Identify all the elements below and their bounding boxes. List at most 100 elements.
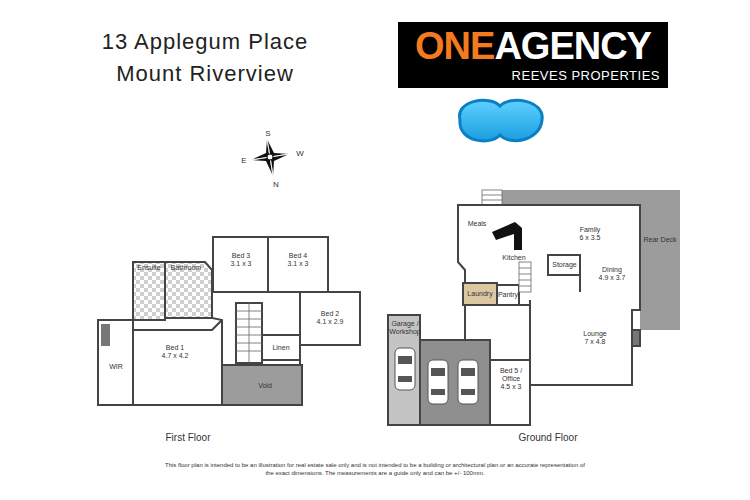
car [395, 348, 415, 390]
room-dimension: 4.7 x 4.2 [162, 352, 189, 360]
room-label: Meals [462, 218, 492, 230]
wall [465, 304, 530, 306]
room-dimension: 7 x 4.8 [584, 338, 605, 346]
bed2-room [300, 292, 360, 345]
room-label: Laundry [463, 288, 497, 300]
room-dimension: 3.1 x 3 [287, 260, 308, 268]
room-label: Ensuite [134, 262, 164, 274]
ensuite-room [133, 262, 165, 320]
room-label: Lounge7 x 4.8 [565, 326, 625, 350]
room-dimension: 3.1 x 3 [230, 260, 251, 268]
room-name: Lounge [583, 330, 606, 338]
disclaimer: This floor plan is intended to be an ill… [165, 461, 585, 477]
room-name: Linen [272, 344, 289, 352]
room-label: Bed 43.1 x 3 [270, 248, 326, 272]
compass-letter: S [265, 129, 270, 138]
room-name: Laundry [467, 290, 492, 298]
room-name: Pantry [498, 291, 518, 299]
compass-letter: E [241, 156, 246, 165]
room-label: Pantry [496, 289, 520, 301]
room-name: Ensuite [137, 264, 160, 272]
fireplace [632, 330, 640, 346]
room-name: Storage [552, 261, 577, 269]
linen-room [262, 335, 300, 360]
room-name: WIR [109, 363, 123, 371]
room-dimension: 6 x 3.5 [579, 234, 600, 242]
car-window [398, 376, 412, 382]
cars [395, 348, 478, 404]
deck-steps [482, 190, 502, 205]
floor-heading: First Floor [166, 432, 211, 443]
room-name: Bathroom [171, 264, 201, 272]
compass-letter: W [296, 149, 304, 158]
room-label: Dining4.9 x 3.7 [586, 262, 638, 286]
bed1-room [133, 320, 222, 405]
void-area [222, 365, 302, 405]
room-label: WIR [100, 360, 132, 374]
car-window [431, 389, 445, 395]
bed3-room [213, 237, 268, 292]
car-window [461, 389, 475, 395]
agency-logo: ONEAGENCYREEVES PROPERTIES [398, 22, 668, 88]
room-label: Storage [549, 259, 580, 271]
room-name: Meals [468, 220, 487, 228]
wall [579, 255, 581, 292]
bathroom-room [165, 262, 212, 318]
kitchen-island [492, 222, 522, 250]
plan-title: 13 Applegum Place Mount Riverview [85, 26, 325, 90]
entry-stair [519, 262, 531, 292]
pantry-room [497, 285, 519, 305]
laundry-room [463, 283, 497, 305]
room-dimension: 4.9 x 3.7 [599, 274, 626, 282]
storage-room [548, 255, 580, 275]
garage [420, 340, 490, 425]
pool [460, 100, 543, 141]
room-name: Bed 5 / Office [490, 367, 532, 383]
wir-room [98, 320, 133, 405]
car-window [398, 356, 412, 364]
room-name: Family [580, 226, 601, 234]
compass-highlight [251, 139, 289, 176]
room-label: Linen [264, 342, 298, 354]
room-dimension: 4.5 x 3 [500, 383, 521, 391]
room-label: Garage / Workshop [388, 316, 422, 340]
stair [236, 303, 262, 363]
room-label: Bathroom [166, 262, 206, 274]
compass [251, 139, 289, 176]
car-window [461, 368, 475, 376]
wardrobe [101, 324, 110, 346]
room-label: Bed 14.7 x 4.2 [140, 340, 210, 364]
room-name: Garage / Workshop [388, 320, 422, 336]
floor-heading: Ground Floor [519, 432, 578, 443]
hall [212, 292, 300, 365]
room-label: Family6 x 3.5 [560, 222, 620, 246]
car [458, 360, 478, 404]
compass-letter: N [273, 180, 279, 189]
logo-subtitle: REEVES PROPERTIES [406, 68, 660, 84]
room-label: Void [240, 379, 290, 393]
room-name: Kitchen [502, 254, 525, 262]
room-label: Kitchen [496, 252, 532, 264]
room-dimension: 4.1 x 2.9 [317, 318, 344, 326]
logo-wordmark: ONEAGENCY [406, 24, 660, 68]
room-name: Void [258, 382, 272, 390]
room-name: Bed 1 [166, 344, 184, 352]
compass-star [251, 139, 289, 176]
room-name: Rear Deck [643, 236, 676, 244]
room-name: Bed 4 [289, 252, 307, 260]
first-floor-walls [98, 237, 360, 405]
bed4-room [268, 237, 328, 292]
room-name: Bed 3 [232, 252, 250, 260]
room-label: Rear Deck [641, 228, 679, 252]
stair-treads [236, 303, 262, 363]
compass-centre [267, 154, 273, 160]
room-label: Bed 5 / Office4.5 x 3 [490, 366, 532, 392]
logo-word: AGENCY [494, 24, 651, 68]
logo-word: ONE [415, 24, 494, 68]
car [428, 360, 448, 404]
room-name: Dining [602, 266, 622, 274]
car-window [431, 368, 445, 376]
room-label: Bed 33.1 x 3 [215, 248, 267, 272]
ground-floor-walls [388, 205, 640, 425]
